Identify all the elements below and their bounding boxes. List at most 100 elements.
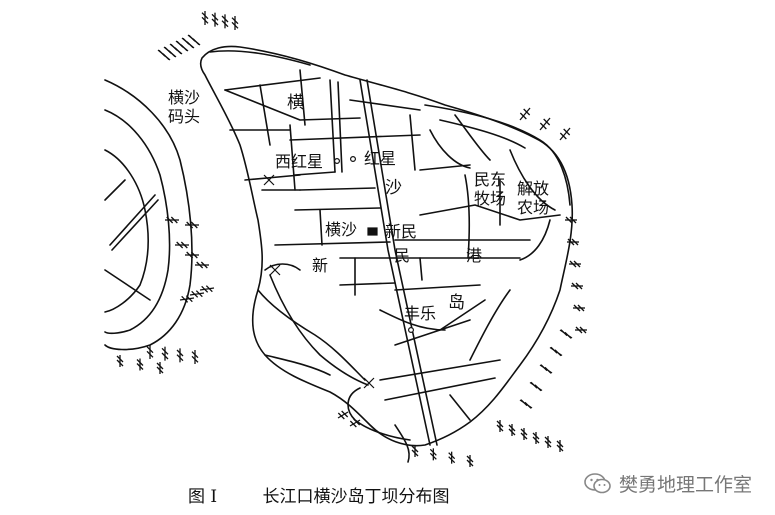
groyne-barb [176, 349, 184, 357]
groyne-barb [136, 359, 144, 366]
figure-caption: 图 I 长江口横沙岛丁坝分布图 [188, 482, 450, 507]
village-dot [334, 158, 341, 165]
groyne-barb [190, 251, 198, 259]
groyne-barb [466, 459, 474, 467]
groyne-barb [190, 221, 198, 229]
groyne-barb [180, 241, 188, 249]
groyne-barb [161, 347, 169, 355]
groyne-tick [189, 292, 205, 296]
groyne-barb [201, 12, 209, 20]
changxing-island-inner-coast [104, 109, 171, 335]
groyne-tick [539, 117, 551, 131]
groyne-barb [544, 366, 552, 374]
groyne-tick [337, 411, 349, 419]
groyne-barb [520, 432, 528, 440]
figure-title: 长江口横沙岛丁坝分布图 [262, 487, 450, 507]
groyne-barb [519, 112, 527, 120]
groyne-barb [579, 326, 587, 334]
groyne-barb [185, 295, 193, 303]
watermark: 樊勇地理工作室 [583, 470, 752, 497]
hengsha-island-coast [199, 45, 574, 447]
groyne-marks [116, 11, 587, 467]
town-marker [367, 227, 378, 236]
groyne-barb [176, 354, 184, 362]
groyne-barb [211, 13, 219, 21]
groyne-barb [221, 20, 229, 28]
groyne-barb [544, 436, 552, 444]
groyne-barb [186, 221, 194, 229]
groyne-barb [550, 346, 558, 354]
groyne-barb [520, 399, 528, 407]
groyne-barb [337, 412, 345, 420]
groyne-barb [523, 108, 531, 116]
changxing-island-coast [104, 79, 193, 351]
groyne-barb [429, 452, 437, 460]
groyne-barb [411, 445, 419, 453]
groyne-barb [569, 216, 577, 224]
groyne-barb [534, 384, 542, 392]
groyne-barb [466, 455, 474, 463]
groyne-barb [200, 261, 208, 269]
figure-number: 图 I [188, 487, 218, 507]
label-xinmingang-gang: 港 [466, 246, 483, 265]
label-fengle: 丰乐 [404, 304, 437, 323]
groyne-barb [575, 326, 583, 334]
label-island-char-heng: 横 [287, 93, 304, 113]
groyne-barb [231, 17, 239, 25]
groyne-barb [186, 251, 194, 259]
groyne-barb [577, 304, 585, 312]
label-mindong-muchang: 民东牧场 [474, 170, 507, 208]
sluice-marker [269, 264, 281, 276]
groyne-barb [520, 428, 528, 436]
groyne-barb [556, 444, 564, 452]
groyne-barb [231, 21, 239, 29]
groyne-barb [116, 359, 124, 367]
groyne-tick [349, 419, 361, 427]
groyne-barb [563, 128, 571, 136]
label-hengsha-pier: 横沙码头 [168, 88, 201, 126]
groyne-barb [429, 448, 437, 456]
groyne-barb [573, 304, 581, 312]
label-hongxing: 红星 [364, 149, 397, 168]
sluice-marker [363, 377, 375, 389]
groyne-tick [179, 297, 195, 301]
groyne-barb [116, 355, 124, 363]
groyne-barb [191, 290, 199, 298]
groyne-tick [199, 287, 215, 291]
groyne-barb [573, 260, 581, 268]
groyne-barb [146, 346, 154, 354]
groyne-barb [136, 363, 144, 370]
label-xi-hongxing: 西红星 [275, 152, 324, 171]
groyne-barb [556, 440, 564, 448]
groyne-barb [571, 238, 579, 246]
groyne-barb [353, 418, 361, 426]
groyne-barb [201, 285, 209, 293]
groyne-barb [539, 122, 547, 130]
groyne-barb [575, 282, 583, 290]
groyne-barb [496, 420, 504, 428]
groyne-barb [543, 118, 551, 126]
groyne-barb [191, 351, 199, 359]
wechat-icon [584, 472, 611, 493]
groyne-barb [508, 428, 516, 436]
groyne-barb [569, 260, 577, 268]
watermark-text: 樊勇地理工作室 [619, 474, 753, 496]
label-island-char-dao: 岛 [448, 293, 465, 313]
groyne-tick [519, 107, 531, 121]
groyne-barb [341, 410, 349, 418]
groyne-barb [176, 40, 184, 48]
groyne-barb [166, 216, 174, 224]
groyne-barb [156, 366, 164, 374]
groyne-tick [559, 127, 571, 141]
sluice-marker [263, 174, 275, 186]
groyne-barb [201, 16, 209, 24]
village-dot [408, 327, 415, 334]
groyne-barb [532, 436, 540, 444]
groyne-barb [164, 46, 172, 54]
groyne-barb [448, 456, 456, 464]
groyne-barb [205, 285, 213, 293]
groyne-barb [560, 329, 568, 337]
groyne-barb [544, 440, 552, 448]
groyne-barb [530, 381, 538, 389]
